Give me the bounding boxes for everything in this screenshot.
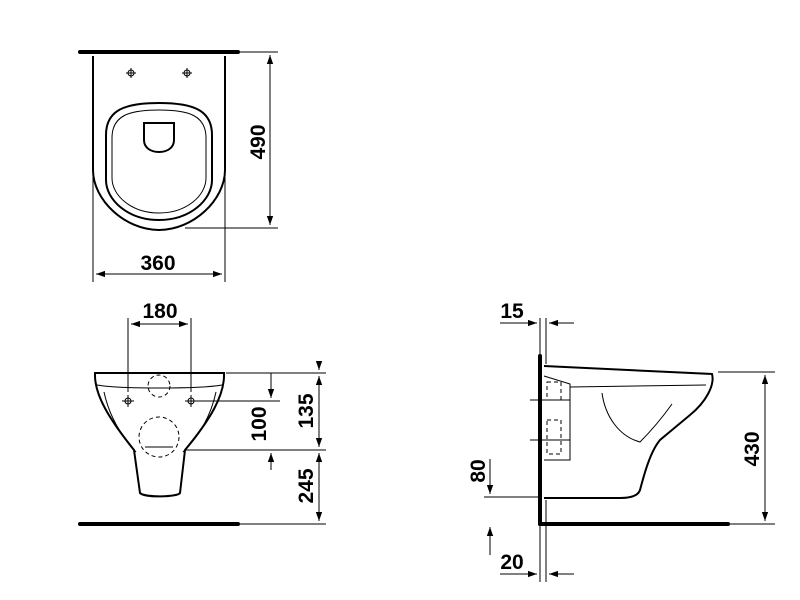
front-view-rim-line [96,384,223,389]
dimension-135-label: 135 [295,393,318,428]
top-view-drain-opening [143,122,175,154]
side-view-bowl-outline [543,365,714,499]
dimension-245-label: 245 [295,468,318,503]
dimension-80-label: 80 [467,459,490,482]
dimension-245: 245 [240,453,326,525]
dimension-100: 100 [185,373,280,470]
top-view-fixing-holes [126,68,192,78]
top-view-bowl-outline [92,56,226,232]
front-view: 180 100 135 245 [78,300,326,526]
dimension-180-label: 180 [142,300,177,323]
top-view-seat-outer [105,101,213,222]
dimension-80: 80 [467,459,542,555]
dimension-20-label: 20 [500,551,523,574]
dimension-430-label: 430 [741,431,764,466]
dimension-360-label: 360 [140,252,175,275]
dimension-180: 180 [127,300,192,392]
dimension-15-label: 15 [500,300,524,323]
dimension-135: 135 [226,361,326,451]
side-view: 15 430 80 20 [467,300,775,582]
side-view-bowl-inner [601,392,673,443]
dimension-20: 20 [500,500,574,582]
front-view-fixing-holes [122,395,197,407]
dimension-430: 430 [718,371,775,525]
side-view-rim-line [569,384,707,388]
front-view-drain-outlet [138,416,180,458]
dimension-490-label: 490 [247,124,270,159]
dimension-360: 360 [92,172,226,282]
dimension-100-label: 100 [248,406,271,441]
side-view-fixing-lower [546,419,562,455]
side-view-mount-block [543,375,571,461]
top-view: 490 360 [78,50,278,282]
dimension-15: 15 [500,300,574,364]
side-view-fixing-upper [546,381,562,401]
front-view-bowl-outline [93,372,226,498]
front-view-inner-line [103,391,217,453]
top-view-seat-inner [111,109,207,214]
dimension-490: 490 [185,51,278,229]
front-view-water-inlet [147,374,171,398]
